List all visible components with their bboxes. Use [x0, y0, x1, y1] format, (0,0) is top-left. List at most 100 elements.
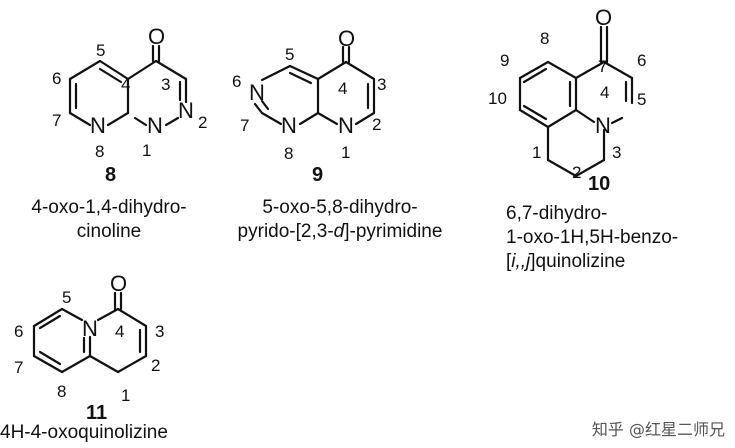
position-number: 1 — [341, 143, 350, 162]
bond — [60, 307, 84, 322]
bond — [546, 108, 578, 129]
atom-label: N — [178, 98, 194, 123]
position-number: 5 — [637, 90, 646, 109]
position-number: 3 — [612, 143, 621, 162]
position-number: 10 — [488, 89, 507, 108]
compound-name-10: 6,7-dihydro- 1-oxo-1H,5H-benzo- [i,,j]qu… — [506, 202, 726, 274]
position-number: 5 — [62, 288, 71, 307]
position-number: 2 — [151, 356, 160, 375]
position-number: 8 — [284, 144, 293, 163]
bond — [253, 102, 264, 115]
bond — [260, 99, 270, 111]
name-part: ]-pyrimidine — [344, 221, 443, 242]
compound-number: 9 — [312, 164, 323, 186]
bond — [116, 307, 148, 328]
bond — [126, 59, 158, 81]
atom-label: N — [82, 316, 98, 341]
atom-label: O — [595, 5, 612, 30]
name-line: 5-oxo-5,8-dihydro- — [262, 197, 418, 218]
atom-label: N — [281, 113, 297, 138]
position-number: 2 — [572, 163, 581, 182]
bond — [260, 111, 283, 126]
bond — [546, 158, 578, 178]
atom-label: O — [338, 26, 355, 51]
bond — [38, 314, 62, 330]
bond — [546, 60, 578, 80]
structure-9: O N N N 1 2 3 4 5 6 7 8 9 — [232, 26, 386, 186]
bond — [164, 116, 180, 127]
position-number: 6 — [232, 72, 241, 91]
bond — [88, 354, 120, 374]
bond — [288, 71, 313, 85]
atom-label: N — [249, 80, 265, 105]
bond — [154, 59, 188, 81]
atom-label: O — [148, 24, 165, 49]
bond — [96, 307, 120, 322]
structure-10: O N 1 2 3 4 5 6 7 8 9 10 10 — [488, 5, 646, 195]
position-number: 3 — [155, 322, 164, 341]
position-number: 4 — [338, 79, 347, 98]
bond — [610, 116, 624, 125]
bond — [316, 111, 339, 126]
bond — [602, 60, 634, 80]
compound-number: 10 — [588, 173, 610, 195]
atom-label: N — [147, 113, 163, 138]
position-number: 4 — [121, 75, 130, 94]
name-line: [i,,j]quinolizine — [506, 250, 726, 274]
bond — [574, 158, 606, 178]
position-number: 8 — [57, 382, 66, 401]
bond — [354, 111, 376, 126]
bond — [518, 108, 550, 129]
position-number: 2 — [198, 113, 207, 132]
position-number: 1 — [121, 386, 130, 405]
position-number: 7 — [52, 111, 61, 130]
atom-label: O — [110, 271, 127, 296]
bond — [32, 354, 64, 374]
atom-label: N — [338, 113, 354, 138]
bond — [316, 60, 348, 81]
position-number: 5 — [285, 45, 294, 64]
bond — [574, 60, 606, 80]
compound-name-8: 4-oxo-1,4-dihydro- cinoline — [14, 196, 204, 244]
name-part: [ — [506, 251, 512, 272]
position-number: 2 — [372, 115, 381, 134]
name-line: pyrido-[2,3-d]-pyrimidine — [215, 220, 465, 244]
bond — [60, 354, 92, 374]
name-line: 6,7-dihydro- — [506, 203, 608, 224]
position-number: 1 — [142, 141, 151, 160]
position-number: 1 — [532, 143, 541, 162]
position-number: 4 — [115, 322, 124, 341]
name-part-italic: d — [333, 221, 345, 242]
atom-label: N — [90, 113, 106, 138]
bond — [133, 116, 148, 127]
bond — [260, 64, 292, 82]
bond — [116, 354, 148, 374]
name-part-italic: i,,j — [511, 251, 531, 272]
name-part: ]quinolizine — [530, 251, 626, 272]
name-line: 4-oxo-1,4-dihydro- — [31, 197, 187, 218]
position-number: 9 — [500, 51, 509, 70]
name-part: pyrido-[2,3- — [237, 221, 334, 242]
position-number: 8 — [95, 142, 104, 161]
name-line: 4H-4-oxoquinolizine — [0, 422, 168, 443]
name-line: 1-oxo-1H,5H-benzo- — [506, 227, 679, 248]
bond — [522, 104, 548, 121]
bond — [68, 111, 92, 127]
watermark: 知乎 @红星二师兄 — [591, 420, 725, 439]
position-number: 3 — [161, 75, 170, 94]
position-number: 7 — [14, 358, 23, 377]
compound-name-11: 4H-4-oxoquinolizine — [0, 421, 220, 445]
compound-name-9: 5-oxo-5,8-dihydro- pyrido-[2,3-d]-pyrimi… — [215, 196, 465, 244]
bond — [298, 111, 320, 126]
bond — [32, 307, 64, 328]
bond — [98, 67, 123, 84]
position-number: 5 — [96, 41, 105, 60]
bond — [518, 60, 550, 80]
position-number: 7 — [240, 116, 249, 135]
structure-8: O N N N 1 2 3 4 5 6 7 8 8 — [52, 24, 207, 186]
position-number: 4 — [600, 83, 609, 102]
bond — [344, 60, 376, 81]
bond — [98, 59, 130, 81]
